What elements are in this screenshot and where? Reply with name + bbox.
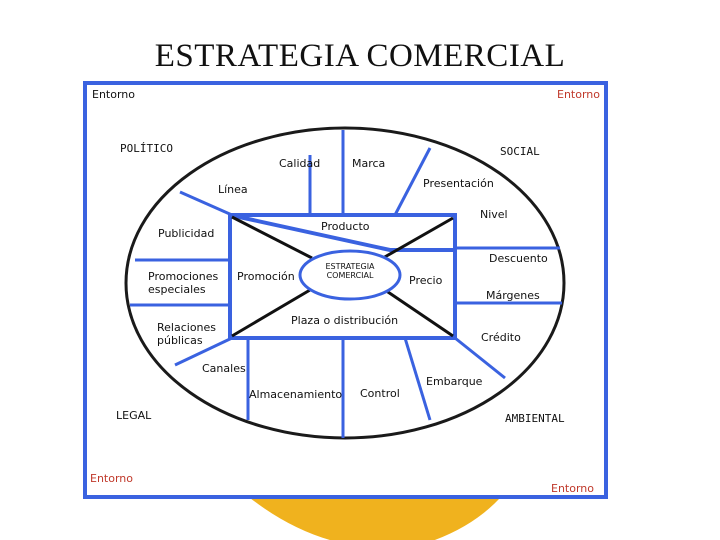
item-publicidad: Publicidad [158,227,215,240]
item-canales: Canales [202,362,246,375]
item-relaciones-publicas: Relaciones públicas [157,321,216,347]
spoke-linea [179,190,233,217]
section-producto: Producto [321,220,370,233]
entorno-bottom-left: Entorno [90,472,133,485]
section-plaza: Plaza o distribución [291,314,399,327]
item-relaciones-line1: Relaciones [157,321,217,334]
center-label-line2: COMERCIAL [326,271,374,280]
spoke-presentacion [393,147,432,216]
diag-top-left [231,215,313,260]
spoke-embarque [403,337,432,421]
item-marca: Marca [352,157,386,170]
entorno-bottom-right: Entorno [551,482,594,495]
center-ellipse [298,249,402,301]
entorno-top-left: Entorno [92,88,135,101]
item-embarque: Embarque [426,375,483,388]
section-precio: Precio [409,274,443,287]
factor-legal: LEGAL [116,409,152,422]
item-promociones-line1: Promociones [148,270,219,283]
entorno-top-right: Entorno [557,88,600,101]
item-margenes: Márgenes [486,289,540,302]
environment-frame [83,81,608,499]
item-promociones-especiales: Promociones especiales [148,270,218,296]
item-presentacion: Presentación [423,177,494,190]
outer-ellipse [124,126,566,440]
spoke-canales [174,336,233,367]
item-credito: Crédito [481,331,521,344]
center-label: ESTRATEGIA COMERCIAL [318,262,382,280]
factor-ambiental: AMBIENTAL [505,412,565,425]
factor-social: SOCIAL [500,145,540,158]
yellow-crescent-shape [250,498,500,540]
inner-diagonals [231,215,454,338]
factor-politico: POLÍTICO [120,142,173,155]
item-control: Control [360,387,400,400]
item-nivel: Nivel [480,208,508,221]
spoke-credito [454,336,506,380]
item-calidad: Calidad [279,157,321,170]
item-linea: Línea [218,183,248,196]
item-almacenamiento: Almacenamiento [249,388,343,401]
section-promocion: Promoción [237,270,295,283]
item-promociones-line2: especiales [148,283,206,296]
page-title: ESTRATEGIA COMERCIAL [154,38,566,74]
item-descuento: Descuento [489,252,548,265]
item-relaciones-line2: públicas [157,334,203,347]
diag-bottom-right [384,288,454,338]
center-label-line1: ESTRATEGIA [325,262,375,271]
diag-top-right [382,216,454,260]
spokes [130,130,562,438]
diag-bottom-left [231,288,311,338]
